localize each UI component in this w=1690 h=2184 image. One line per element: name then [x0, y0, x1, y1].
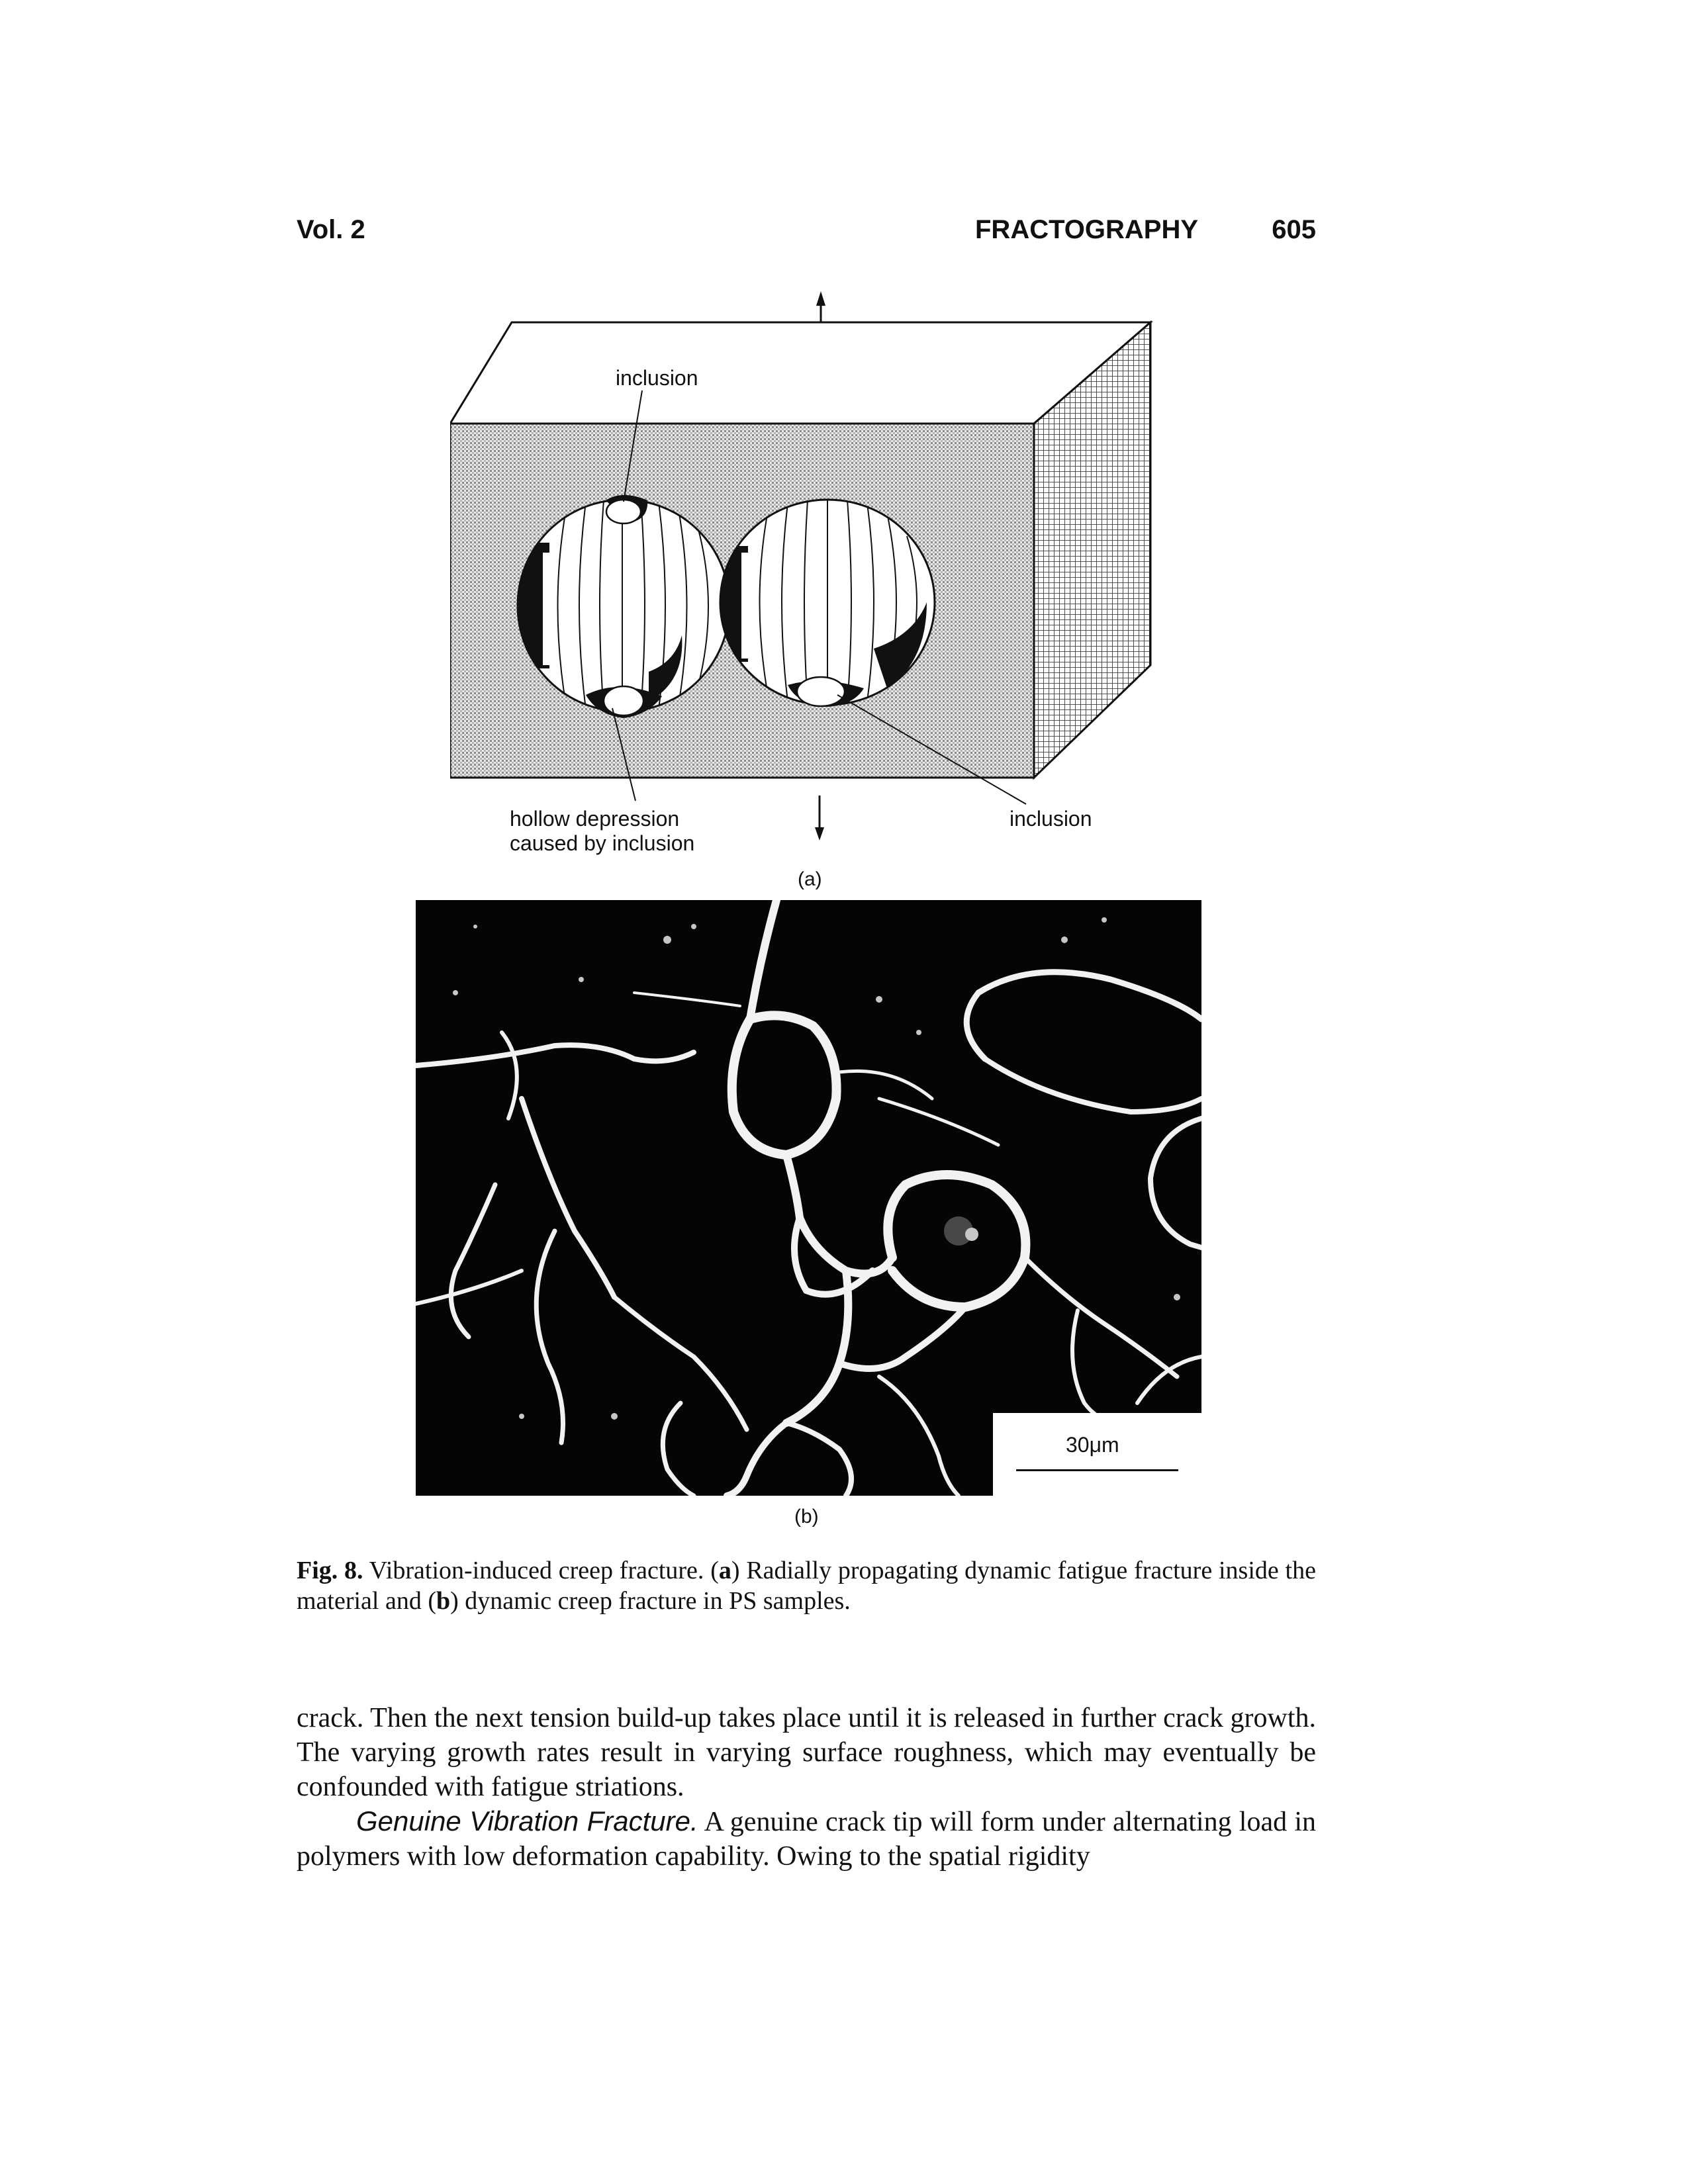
- page-number: 605: [1272, 215, 1316, 244]
- paragraph-2-heading: Genuine Vibration Fracture.: [356, 1805, 698, 1837]
- section-title: FRACTOGRAPHY: [975, 215, 1199, 244]
- panel-a-label: (a): [798, 868, 822, 890]
- label-hollow-depression-1: hollow depression: [510, 807, 679, 831]
- scale-bar-box: 30μm: [993, 1413, 1201, 1496]
- micrograph-crack-pattern: [416, 900, 1201, 1496]
- load-arrow-down: [815, 796, 824, 841]
- right-cavity: [719, 498, 936, 707]
- leader-hollow-depression: [612, 707, 636, 801]
- volume-label: Vol. 2: [297, 215, 365, 244]
- panel-b-label: (b): [794, 1506, 819, 1527]
- scale-bar-line: [1016, 1469, 1178, 1471]
- paragraph-2-text: A genuine crack tip will form under alte…: [297, 1807, 1317, 1872]
- running-header: Vol. 2 FRACTOGRAPHY 605: [297, 215, 1316, 255]
- caption-b: b: [436, 1587, 451, 1615]
- figure-8b-micrograph: 30μm: [416, 900, 1201, 1496]
- paragraph-1: crack. Then the next tension build-up ta…: [297, 1703, 1316, 1802]
- caption-text-2: ) Radially propagating dynamic fatigue f…: [297, 1557, 1316, 1615]
- caption-label: Fig. 8.: [297, 1557, 363, 1584]
- caption-a: a: [718, 1557, 731, 1584]
- block-top-face: [450, 321, 1154, 425]
- leader-top-inclusion: [623, 390, 643, 502]
- label-hollow-depression-2: caused by inclusion: [510, 831, 694, 855]
- label-inclusion-right: inclusion: [1009, 807, 1092, 831]
- figure-8a-diagram: inclusion hollow depression caused by in…: [450, 291, 1178, 887]
- body-text: crack. Then the next tension build-up ta…: [297, 1701, 1316, 1874]
- figure-caption: Fig. 8. Vibration-induced creep fracture…: [297, 1555, 1316, 1616]
- leader-right-inclusion: [837, 694, 1027, 805]
- scale-bar-label: 30μm: [1066, 1433, 1119, 1457]
- caption-text-1: Vibration-induced creep fracture. (: [369, 1557, 719, 1584]
- paragraph-2: Genuine Vibration Fracture. A genuine cr…: [297, 1804, 1316, 1874]
- label-inclusion-top: inclusion: [616, 366, 698, 390]
- caption-text-3: ) dynamic creep fracture in PS samples.: [450, 1587, 851, 1615]
